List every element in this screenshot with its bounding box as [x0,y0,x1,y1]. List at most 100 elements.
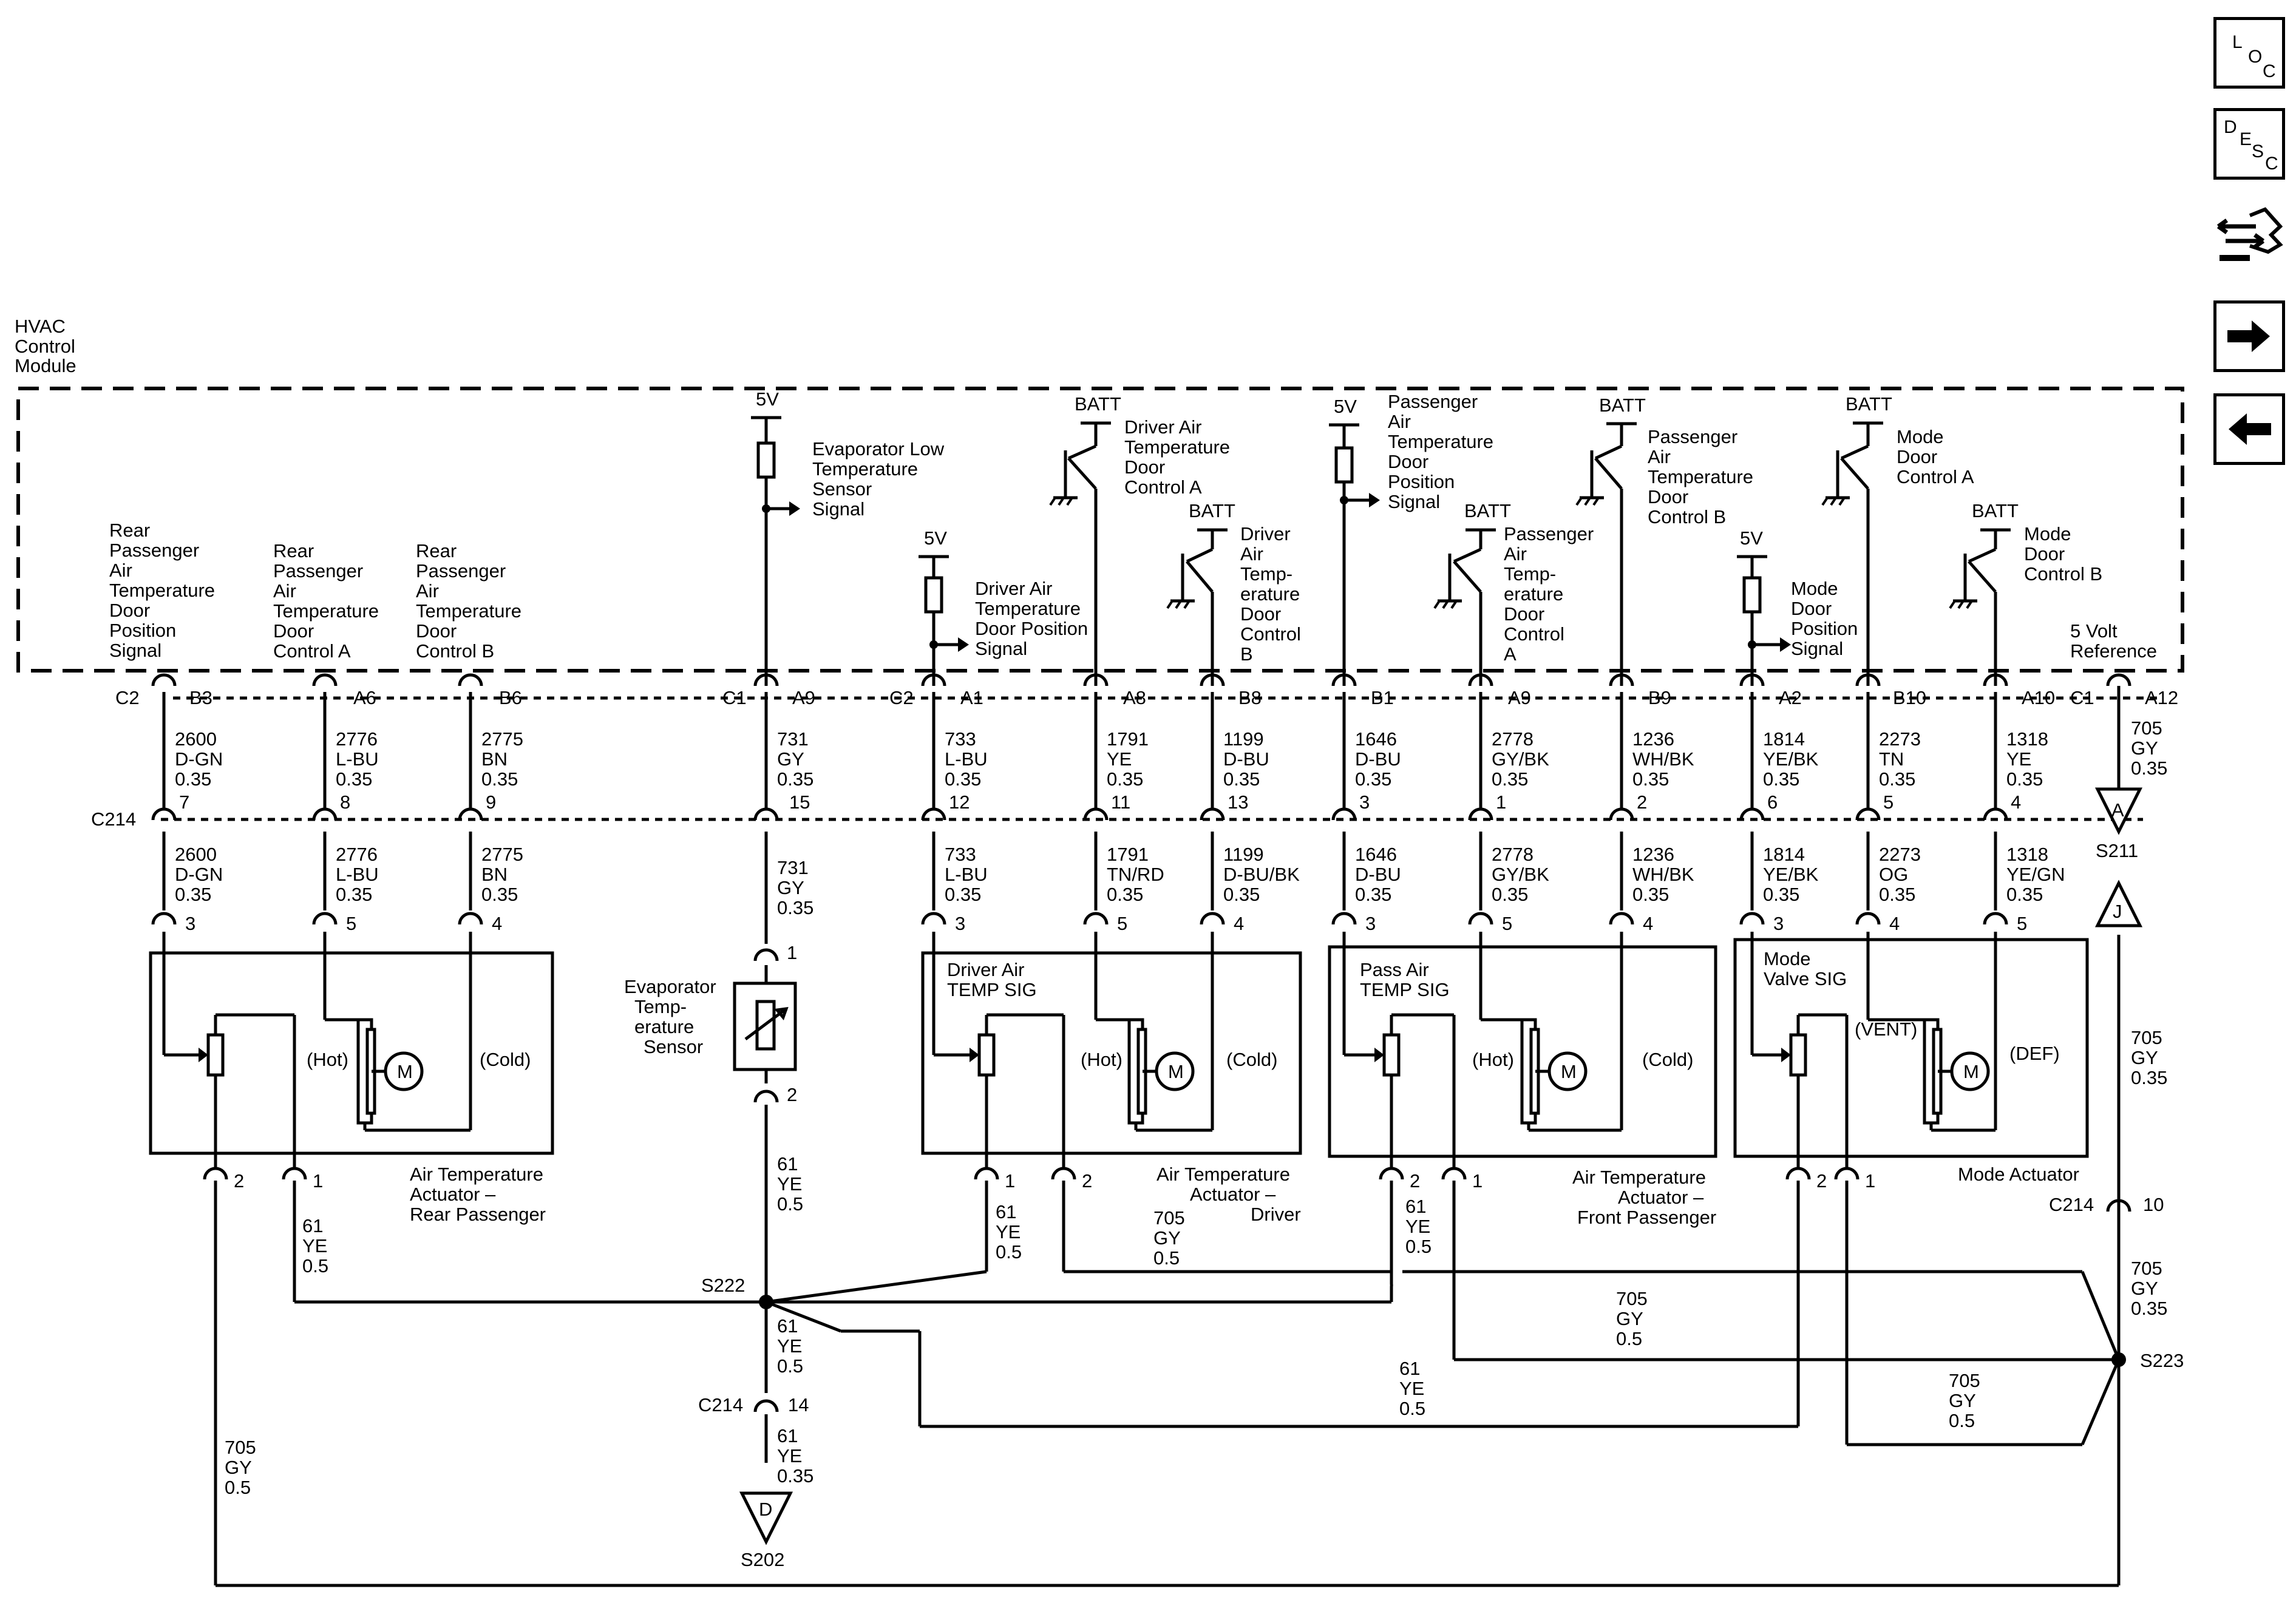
harness-wire-labels: 61 YE 0.5 705 GY 0.5 61 YE 0.5 705 GY 0.… [225,1196,1980,1498]
pin-description: Driver [1240,523,1291,544]
svg-text:(Cold): (Cold) [1642,1049,1693,1070]
svg-text:YE: YE [996,1221,1021,1242]
actuator-labels: (Hot) (Cold) Air Temperature Actuator – … [307,948,2079,1228]
description-button[interactable]: D E S C [2213,108,2285,180]
connector-pin-symbol [1983,807,2008,821]
connector-pin-symbol [151,807,177,821]
pin-description: Passenger [1648,426,1737,447]
connector-pin-symbol [753,948,779,961]
next-page-button[interactable] [2213,300,2285,372]
position-sensor [977,1033,996,1077]
wire-label: 2273 [1879,728,1921,750]
mode-actuator-box [1733,938,2089,1158]
pin-description: Rear [273,540,314,561]
pullup-resistor [924,576,943,614]
svg-text:0.5: 0.5 [1399,1398,1425,1419]
pin-number: 5 [1117,913,1127,934]
driver-actuator-box [921,951,1302,1155]
pin-description: Reference [2070,640,2157,662]
wire-label: 0.35 [1107,768,1143,790]
svg-text:Pass Air: Pass Air [1360,959,1429,980]
pin-number: 1 [1472,1170,1483,1192]
pin-number: 3 [1773,913,1784,934]
wire-label: 0.35 [945,768,981,790]
supply-label: 5V [924,527,947,549]
pin-description: Temperature [812,458,918,480]
svg-text:0.5: 0.5 [777,1355,803,1377]
wire-label: 2778 [1492,728,1533,750]
connector-pin-symbol [312,807,338,821]
pin-description: A [1504,643,1517,665]
connector-pin-symbol [921,673,946,686]
location-button[interactable]: L O C [2213,17,2285,89]
pin-description: Door [1648,486,1688,507]
connector-pin-symbol [458,807,483,821]
svg-text:61: 61 [302,1215,323,1236]
svg-text:Driver Air: Driver Air [947,959,1024,980]
wire-label: 0.35 [1223,768,1260,790]
position-sensor [1789,1033,1807,1077]
supply-label: BATT [1189,500,1235,521]
svg-text:C2: C2 [115,687,140,708]
wire-label: YE/BK [1763,748,1819,770]
module-title-line: Module [15,355,76,376]
pin-number: 6 [1767,792,1778,813]
wire-label: YE [1107,748,1132,770]
wire-label: 0.35 [777,768,813,790]
pin-number: 2 [234,1170,244,1192]
svg-text:A: A [2111,799,2124,821]
splice-pointer-d [739,1491,793,1545]
previous-page-button[interactable] [2213,393,2285,465]
connector-pin-symbol [2106,673,2131,686]
pin-description: Temperature [975,598,1081,619]
wire-label: L-BU [945,864,988,885]
svg-text:C1: C1 [722,687,747,708]
connector-pin-symbol [151,912,177,925]
wire-label: 0.35 [1223,884,1260,905]
wire-label: 2600 [175,844,217,865]
wire-label: TN [1879,748,1904,770]
relay-switch [1968,547,1997,563]
connector-pin-symbol [1200,912,1225,925]
splice-pointer-a [2094,787,2143,835]
svg-text:A8: A8 [1123,687,1146,708]
connector-pin-symbol [1855,912,1881,925]
pin-description: Mode [1897,426,1944,447]
pin-description: Sensor [812,478,872,500]
connector-pin-symbol [1609,912,1634,925]
pin-number: 12 [949,792,970,813]
pin-description: Passenger [273,560,363,581]
pin-description: Temp- [1240,563,1292,585]
pin-number: 15 [789,792,810,813]
connector-pin-symbol [1855,673,1881,686]
pin-description: Passenger [1388,391,1478,412]
pullup-resistor [756,441,776,479]
wire-label: 1318 [2006,844,2048,865]
svg-text:GY: GY [1616,1308,1643,1329]
wire-label: D-BU/BK [1223,864,1300,885]
pin-description: Control B [2024,563,2102,585]
svg-text:14: 14 [788,1394,809,1415]
wire-label: 2776 [336,844,378,865]
supply-label: BATT [1075,393,1121,415]
svg-text:10: 10 [2143,1194,2164,1215]
wire-label: BN [481,748,508,770]
wire-label: 0.35 [175,768,211,790]
connector-pin-symbol [974,1167,999,1180]
svg-text:0.5: 0.5 [1153,1247,1180,1269]
actuator-name: Driver [1251,1204,1301,1225]
wire-label: D-GN [175,864,223,885]
wire-label: GY/BK [1492,864,1549,885]
pin-description: Position [1791,618,1858,639]
connector-pin-symbol [1051,1167,1076,1180]
schematic-navigation-button[interactable] [2213,197,2285,269]
actuator-name: Actuator – [1618,1187,1704,1208]
connector-pin-symbol [1983,912,2008,925]
pin-number: 4 [492,913,502,934]
wire-label: L-BU [336,748,379,770]
wire-label: 0.35 [175,884,211,905]
wire-label: D-BU [1223,748,1269,770]
pin-description: Temperature [273,600,379,622]
